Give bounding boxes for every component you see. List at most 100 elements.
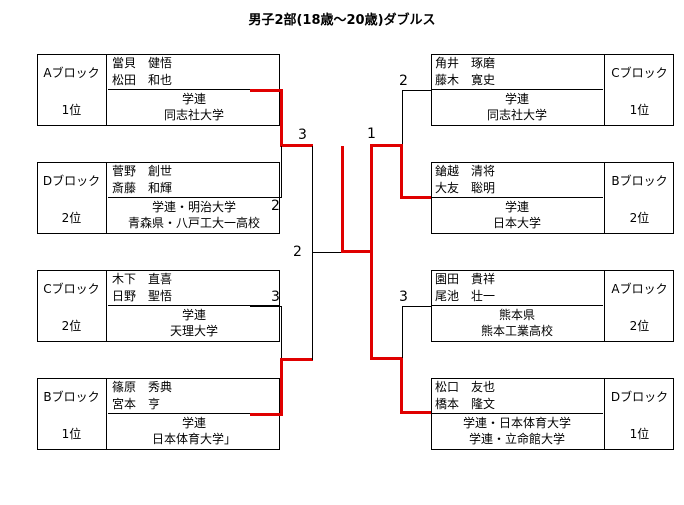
block-cell: Aブロック 1位: [37, 54, 107, 126]
block-cell: Cブロック 1位: [604, 54, 674, 126]
score-left-final: 2: [293, 244, 302, 260]
entry-right-2: Bブロック 2位 鎗越 清将 大友 聡明 学連 日本大学: [431, 162, 674, 234]
bracket-line: [250, 197, 281, 198]
player-2: 尾池 壮一: [435, 289, 496, 303]
entry-left-3: Cブロック 2位 木下 直喜 日野 聖悟 学連 天理大学: [37, 270, 280, 342]
bracket-line: [281, 146, 282, 198]
bracket-line: [370, 357, 403, 360]
block-cell: Dブロック 1位: [604, 378, 674, 450]
block-cell: Dブロック 2位: [37, 162, 107, 234]
affiliation: 学連・日本体育大学 学連・立命館大学: [431, 415, 603, 449]
affiliation-line-2: 学連・立命館大学: [468, 432, 565, 446]
affiliation: 学連 同志社大学: [431, 91, 603, 125]
bracket-line: [341, 250, 373, 253]
player-names: 角井 琢磨 藤木 寛史: [431, 55, 603, 90]
affiliation: 学連 天理大学: [108, 307, 280, 341]
affiliation-line-2: 天理大学: [169, 324, 218, 338]
affiliation-line-1: 学連: [181, 92, 206, 106]
score-right-r1-bottom: 3: [399, 289, 408, 305]
block-rank: 1位: [629, 427, 650, 441]
affiliation: 学連 日本体育大学」: [108, 415, 280, 449]
player-names: 園田 貴祥 尾池 壮一: [431, 271, 603, 306]
bracket-line: [250, 413, 283, 416]
player-names: 當貝 健悟 松田 和也: [108, 55, 280, 90]
bracket-line: [280, 358, 283, 416]
entry-box: [431, 54, 674, 126]
block-rank: 2位: [61, 319, 82, 333]
entry-right-1: Cブロック 1位 角井 琢磨 藤木 寛史 学連 同志社大学: [431, 54, 674, 126]
affiliation-line-1: 学連: [504, 200, 529, 214]
score-left-sf-top: 3: [298, 127, 307, 143]
bracket-line: [280, 89, 283, 147]
bracket-line: [281, 306, 282, 360]
block-cell: Bブロック 2位: [604, 162, 674, 234]
bracket-line: [341, 146, 344, 252]
player-names: 木下 直喜 日野 聖悟: [108, 271, 280, 306]
player-1: 當貝 健悟: [112, 56, 173, 70]
page-title: 男子2部(18歳～20歳)ダブルス: [248, 13, 436, 28]
player-2: 藤木 寛史: [435, 73, 496, 87]
bracket-line: [312, 146, 313, 360]
block-rank: 1位: [61, 427, 82, 441]
player-2: 大友 聡明: [435, 181, 496, 195]
bracket-line: [400, 144, 403, 199]
affiliation: 熊本県 熊本工業高校: [431, 307, 603, 341]
player-1: 菅野 創世: [112, 164, 173, 178]
player-1: 角井 琢磨: [435, 56, 496, 70]
affiliation-line-1: 学連・日本体育大学: [462, 416, 571, 430]
block-name: Bブロック: [43, 390, 100, 404]
bracket-line: [400, 196, 431, 199]
affiliation-line-2: 同志社大学: [163, 108, 224, 122]
block-name: Bブロック: [611, 174, 668, 188]
bracket-line: [402, 306, 431, 307]
bracket-line: [402, 90, 431, 91]
player-1: 篠原 秀典: [112, 380, 173, 394]
block-name: Dブロック: [42, 174, 101, 188]
entry-box: [37, 162, 280, 234]
block-name: Cブロック: [611, 66, 668, 80]
block-name: Aブロック: [611, 282, 668, 296]
bracket-line: [280, 358, 313, 361]
block-rank: 1位: [629, 103, 650, 117]
block-rank: 2位: [61, 211, 82, 225]
score-right-final: 1: [367, 126, 376, 142]
player-names: 篠原 秀典 宮本 亨: [108, 379, 280, 414]
bracket-line: [280, 144, 313, 147]
entry-box: [431, 270, 674, 342]
entry-right-4: Dブロック 1位 松口 友也 橋本 隆文 学連・日本体育大学 学連・立命館大学: [431, 378, 674, 450]
bracket-line: [400, 358, 403, 414]
score-left-r1-bottom: 3: [271, 289, 280, 305]
entry-left-2: Dブロック 2位 菅野 創世 斎藤 和輝 学連・明治大学 青森県・八戸工大一高校: [37, 162, 280, 234]
affiliation-line-1: 学連・明治大学: [151, 200, 236, 214]
bracket-line: [400, 411, 431, 414]
entry-left-4: Bブロック 1位 篠原 秀典 宮本 亨 学連 日本体育大学」: [37, 378, 280, 450]
player-1: 木下 直喜: [112, 272, 173, 286]
bracket-line: [370, 144, 403, 147]
affiliation-line-2: 日本大学: [492, 216, 541, 230]
block-cell: Cブロック 2位: [37, 270, 107, 342]
bracket-line: [312, 252, 342, 253]
affiliation-line-2: 青森県・八戸工大一高校: [127, 216, 260, 230]
block-cell: Aブロック 2位: [604, 270, 674, 342]
affiliation-line-1: 学連: [181, 308, 206, 322]
block-rank: 2位: [629, 211, 650, 225]
affiliation: 学連・明治大学 青森県・八戸工大一高校: [108, 199, 280, 233]
block-name: Dブロック: [610, 390, 669, 404]
bracket-line: [402, 306, 403, 360]
affiliation-line-1: 熊本県: [498, 308, 535, 322]
player-names: 松口 友也 橋本 隆文: [431, 379, 603, 414]
block-rank: 2位: [629, 319, 650, 333]
score-left-sf-bottom: 2: [271, 198, 280, 214]
player-2: 斎藤 和輝: [112, 181, 173, 195]
bracket-line: [370, 144, 373, 360]
player-1: 松口 友也: [435, 380, 496, 394]
player-1: 鎗越 清将: [435, 164, 496, 178]
affiliation: 学連 同志社大学: [108, 91, 280, 125]
affiliation-line-1: 学連: [504, 92, 529, 106]
bracket-line: [402, 90, 403, 146]
entry-box: [431, 162, 674, 234]
player-2: 松田 和也: [112, 73, 173, 87]
player-2: 橋本 隆文: [435, 397, 496, 411]
player-2: 宮本 亨: [112, 397, 161, 411]
player-1: 園田 貴祥: [435, 272, 496, 286]
